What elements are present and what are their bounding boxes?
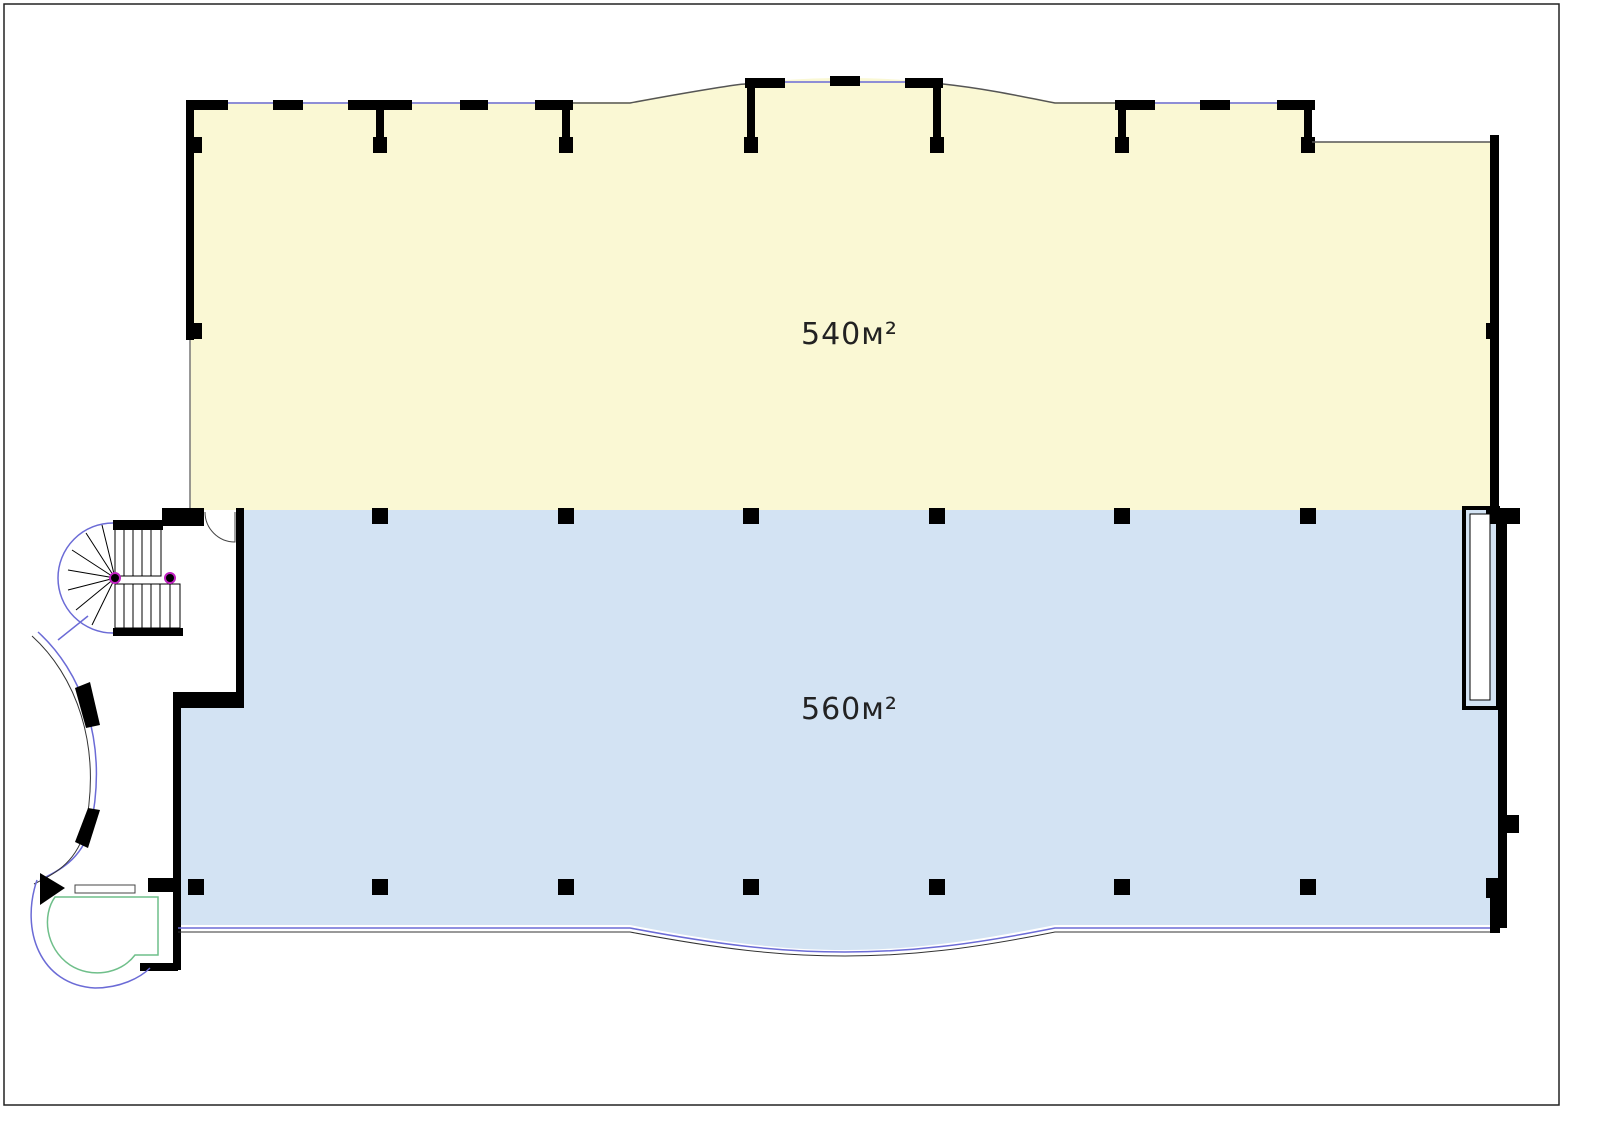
page-frame	[3, 3, 1560, 1106]
zone-upper-fill	[190, 78, 1495, 510]
zone-upper-area-label: 540м²	[801, 317, 898, 352]
zone-lower-fill	[175, 510, 1505, 950]
zone-lower-area-label: 560м²	[801, 692, 898, 727]
walls	[113, 76, 1520, 971]
windows	[30, 81, 1490, 989]
elevator	[46, 884, 159, 974]
staircase	[67, 511, 236, 629]
facade-piers	[40, 682, 100, 905]
